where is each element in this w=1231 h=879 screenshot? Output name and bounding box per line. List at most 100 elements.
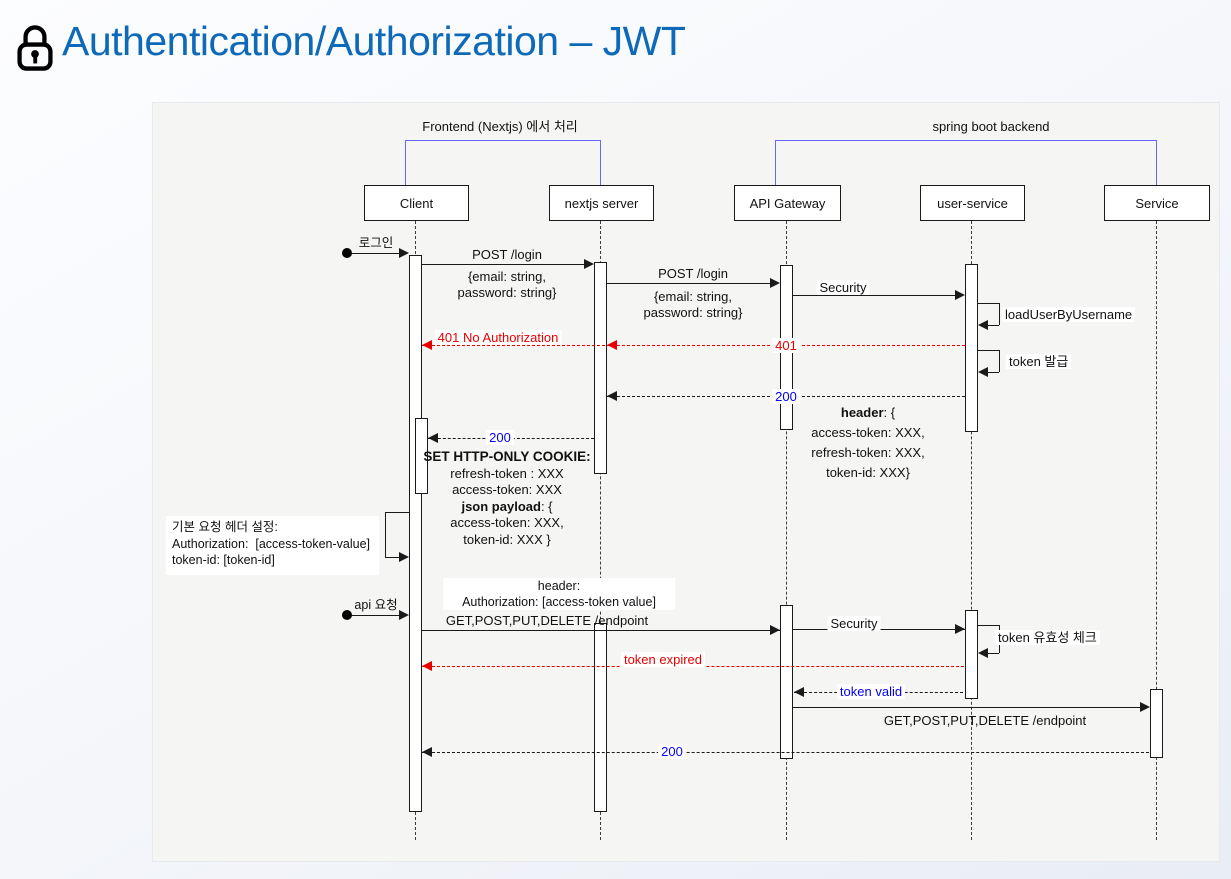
message-label-login: 로그인 [358,236,394,250]
arrowhead-right [584,259,594,269]
cookie-title: SET HTTP-ONLY COOKIE: [423,449,591,464]
bracket-line [775,140,776,185]
self-call-line [985,325,999,326]
activation-bar-nextjs-1 [594,262,607,474]
message-body-login2: {email: string, password: string} [643,289,743,320]
arrowhead-right [770,625,780,635]
cookie-line: access-token: XXX [452,482,562,497]
message-label-get-endpoint: GET,POST,PUT,DELETE /endpoint [445,613,649,628]
actor-api-gateway: API Gateway [734,185,841,221]
note-request-header: header: Authorization: [access-token val… [443,578,675,610]
arrowhead-left [978,648,988,658]
lifeline-api-gateway [786,221,787,840]
cookie-line: refresh-token : XXX [450,465,564,481]
self-call-line [385,512,386,557]
cookie-line: access-token: XXX, [450,515,564,530]
self-call-line [385,557,401,558]
lifeline-service [1156,221,1157,840]
message-label-200-c: 200 [658,744,686,759]
self-call-line [978,350,999,351]
cookie-line: token-id: XXX } [463,531,551,547]
self-call-line [385,512,409,513]
message-label-token-expired: token expired [620,652,706,667]
bracket-line [405,140,406,185]
header-response-line: refresh-token: XXX, [811,445,925,460]
note-default-headers: 기본 요청 헤더 설정: Authorization: [access-toke… [166,516,379,575]
arrowhead-right [399,552,409,562]
activation-bar-client [409,255,422,812]
message-line [607,283,775,284]
self-call-line [999,303,1000,325]
activation-bar-service [1150,689,1163,758]
message-label-401-full: 401 No Authorization [434,330,562,345]
message-label-token-issue: token 발급 [1006,354,1072,369]
header-response-block: header: { access-token: XXX, refresh-tok… [811,403,924,483]
header-response-line: token-id: XXX} [826,465,910,480]
note-line: 기본 요청 헤더 설정: [172,520,278,534]
message-label-token-valid: token valid [836,684,906,699]
bracket-line [600,140,601,185]
json-payload-key: json payload [461,498,541,514]
group-backend-label: spring boot backend [932,119,1050,134]
message-line [793,295,960,296]
arrowhead-left [978,367,988,377]
activation-bar-nextjs-2 [594,623,607,812]
arrowhead-left [978,320,988,330]
json-payload-rest: : { [540,498,553,514]
cookie-line: json payload: { [423,499,590,516]
actor-user-service: user-service [920,185,1025,221]
lifeline-user-service [971,221,972,840]
message-line [793,707,1140,708]
message-label-load-user: loadUserByUsername [1002,307,1136,322]
message-label-401: 401 [772,338,800,353]
arrowhead-left [607,391,617,401]
page-title: Authentication/Authorization – JWT [62,18,686,64]
cookie-block: SET HTTP-ONLY COOKIE: refresh-token : XX… [423,449,590,548]
error-message-line [422,345,965,346]
actor-service-label: Service [1135,195,1179,211]
self-call-line [985,372,999,373]
arrowhead-right [399,610,409,620]
actor-service: Service [1104,185,1210,221]
arrowhead-left [422,340,432,350]
arrowhead-right [1140,702,1150,712]
message-line [422,752,1149,753]
message-line [352,615,402,616]
actor-nextjs-server-label: nextjs server [564,195,639,211]
note-line: Authorization: [access-token value] [462,594,656,609]
arrowhead-left [794,687,804,697]
note-line: header: [537,579,581,593]
message-label-token-check: token 유효성 체크 [995,630,1100,645]
message-label-post-login2: POST /login [658,266,728,281]
lifeline-nextjs-server [600,221,601,840]
arrowhead-left [607,340,617,350]
message-label-get-endpoint2: GET,POST,PUT,DELETE /endpoint [883,713,1087,728]
arrowhead-right [955,290,965,300]
arrowhead-right [399,248,409,258]
activation-bar-user-service-1 [965,264,978,432]
lock-icon [16,24,54,77]
activation-bar-client-nested [415,418,428,494]
actor-client-label: Client [399,195,434,211]
header-response-line: header: { [811,403,924,423]
message-label-post-login: POST /login [472,247,542,262]
arrowhead-left [428,433,438,443]
self-call-line [985,653,999,654]
diagram-panel [152,102,1220,862]
message-label-200-b: 200 [486,430,514,445]
message-label-api-request: api 요청 [354,598,398,612]
actor-nextjs-server: nextjs server [549,185,654,221]
message-label-security2: Security [827,616,881,631]
message-body-login: {email: string, password: string} [457,269,557,300]
message-label-security: Security [816,280,870,295]
group-frontend-label: Frontend (Nextjs) 에서 처리 [422,119,578,134]
self-call-line [978,625,999,626]
header-response-line: access-token: XXX, [811,425,925,440]
actor-client: Client [364,185,469,221]
note-line: Authorization: [access-token-value] [172,536,371,551]
arrowhead-right [955,624,965,634]
header-rest: : { [883,405,896,420]
actor-api-gateway-label: API Gateway [749,195,826,211]
start-dot [342,610,352,620]
